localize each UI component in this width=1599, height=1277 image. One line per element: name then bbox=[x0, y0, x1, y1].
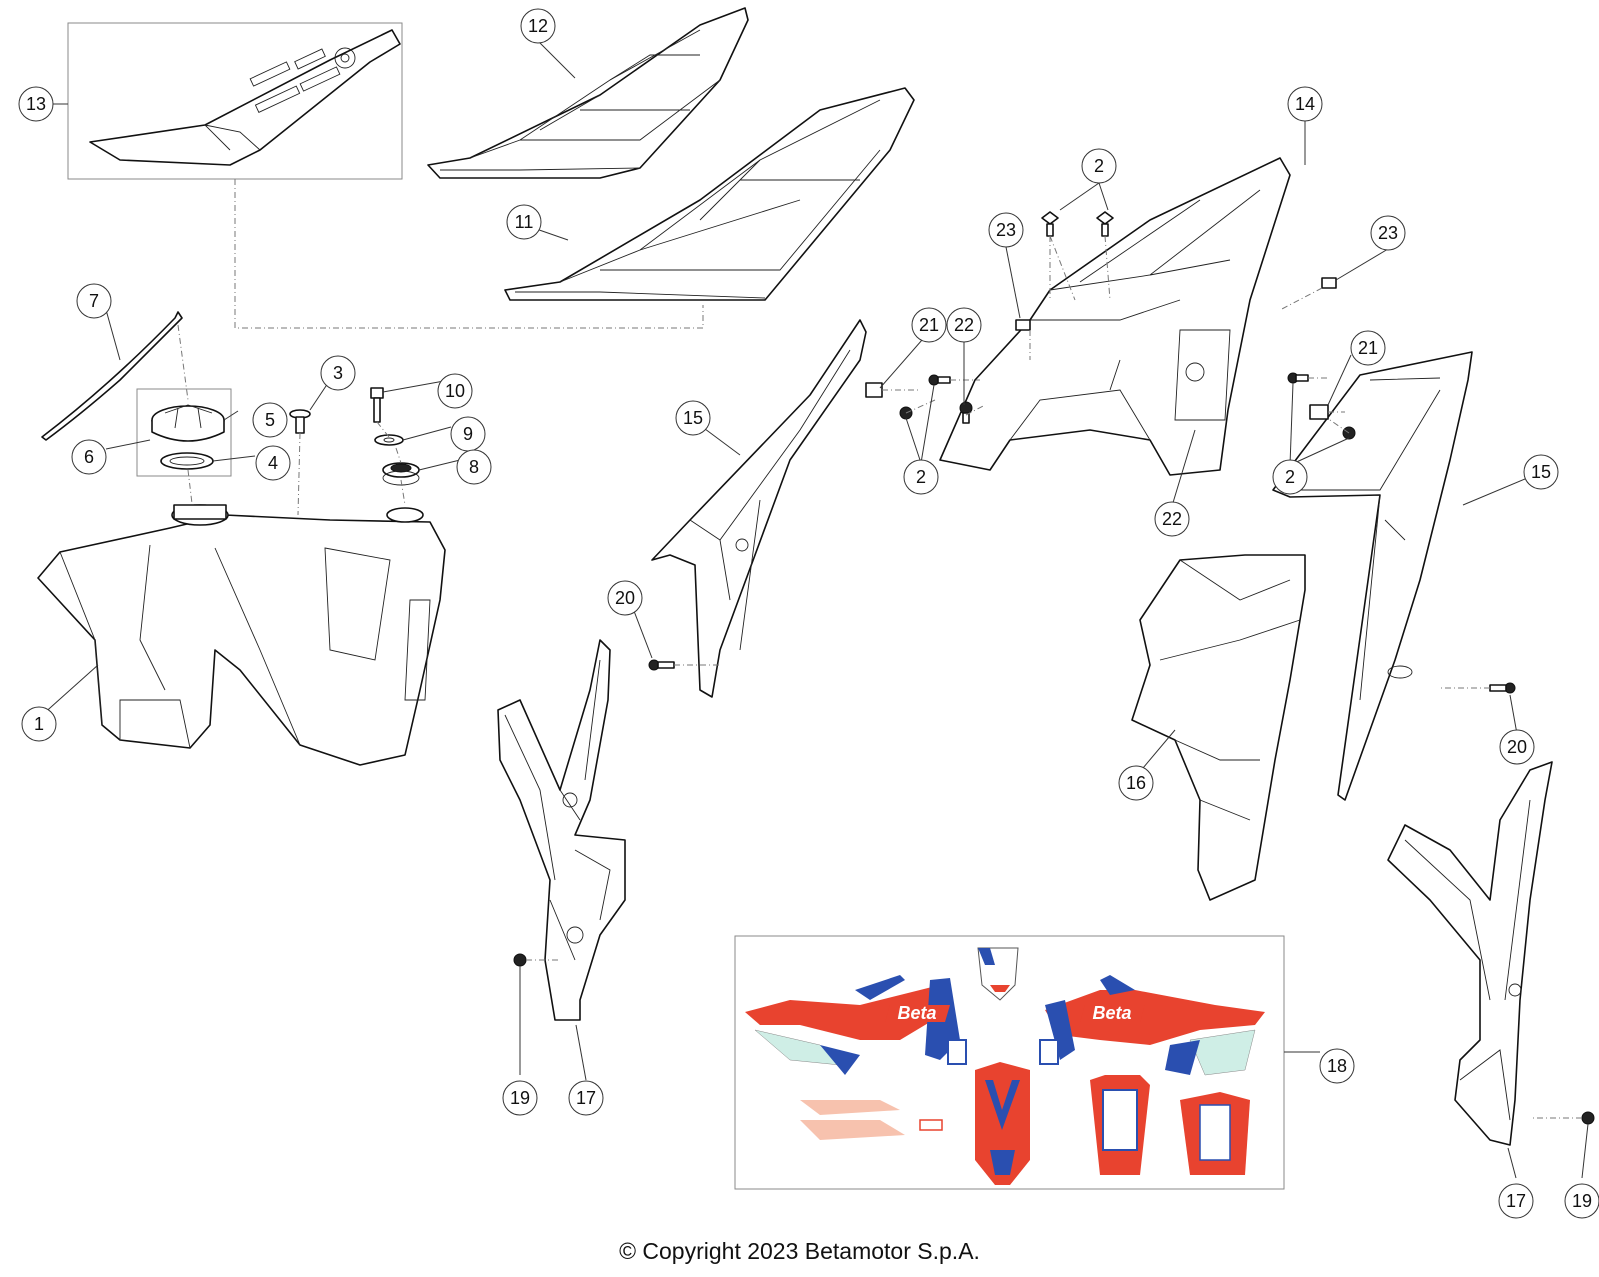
fuel-cap-part[interactable] bbox=[151, 404, 225, 442]
callout-15a-label: 15 bbox=[683, 408, 703, 428]
callout-4-label: 4 bbox=[268, 453, 278, 473]
callout-14: 14 bbox=[1287, 86, 1323, 122]
leader-lines bbox=[40, 35, 1589, 1179]
callout-15b: 15 bbox=[1523, 454, 1559, 490]
callout-23a: 23 bbox=[988, 212, 1024, 248]
tank-connectors bbox=[177, 324, 406, 516]
tank-screw-part[interactable] bbox=[370, 387, 384, 423]
fuel-cap-frame bbox=[136, 388, 232, 477]
radiator-shroud-right-part[interactable] bbox=[1131, 554, 1306, 901]
callout-7-label: 7 bbox=[89, 291, 99, 311]
callout-14-label: 14 bbox=[1295, 94, 1315, 114]
callout-23b-label: 23 bbox=[1378, 223, 1398, 243]
breather-hose-part[interactable] bbox=[41, 311, 183, 441]
callout-19b-label: 19 bbox=[1572, 1191, 1592, 1211]
callout-13-label: 13 bbox=[26, 94, 46, 114]
callout-16-label: 16 bbox=[1126, 773, 1146, 793]
callout-20b-label: 20 bbox=[1507, 737, 1527, 757]
callout-18-label: 18 bbox=[1327, 1056, 1347, 1076]
decal-brand-right: Beta bbox=[1092, 1003, 1131, 1023]
callout-8: 8 bbox=[456, 449, 492, 485]
callout-21a: 21 bbox=[911, 307, 947, 343]
callout-18: 18 bbox=[1319, 1048, 1355, 1084]
callout-2c-label: 2 bbox=[1285, 467, 1295, 487]
callout-8-label: 8 bbox=[469, 457, 479, 477]
callout-19a-label: 19 bbox=[510, 1088, 530, 1108]
callout-9-label: 9 bbox=[463, 424, 473, 444]
callout-22b: 22 bbox=[1154, 501, 1190, 537]
radiator-shroud-left-part[interactable] bbox=[651, 319, 867, 698]
decal-kit-frame bbox=[734, 935, 1285, 1190]
callout-2a: 2 bbox=[1081, 148, 1117, 184]
callout-15b-label: 15 bbox=[1531, 462, 1551, 482]
callout-6-label: 6 bbox=[84, 447, 94, 467]
callout-23a-label: 23 bbox=[996, 220, 1016, 240]
callout-22a: 22 bbox=[946, 307, 982, 343]
callout-2a-label: 2 bbox=[1094, 156, 1104, 176]
side-panel-right-part[interactable] bbox=[1272, 351, 1473, 801]
callout-20b: 20 bbox=[1499, 729, 1535, 765]
callout-11: 11 bbox=[506, 204, 542, 240]
callout-21a-label: 21 bbox=[919, 315, 939, 335]
callout-5-label: 5 bbox=[265, 410, 275, 430]
callout-20a-label: 20 bbox=[615, 588, 635, 608]
fuel-tank-part[interactable] bbox=[37, 504, 446, 766]
callout-17b: 17 bbox=[1498, 1183, 1534, 1219]
copyright-notice: © Copyright 2023 Betamotor S.p.A. bbox=[619, 1238, 980, 1264]
callout-19b: 19 bbox=[1564, 1183, 1599, 1219]
callout-6: 6 bbox=[71, 439, 107, 475]
callout-1: 1 bbox=[21, 706, 57, 742]
radiator-guard-right-part[interactable] bbox=[1387, 761, 1553, 1146]
callout-2b-label: 2 bbox=[916, 467, 926, 487]
hardware-connectors bbox=[526, 235, 1582, 1119]
callout-12: 12 bbox=[520, 8, 556, 44]
callout-7: 7 bbox=[76, 283, 112, 319]
callout-9: 9 bbox=[450, 416, 486, 452]
seat-base-part[interactable] bbox=[89, 29, 401, 166]
callout-21b: 21 bbox=[1350, 330, 1386, 366]
callout-15a: 15 bbox=[675, 400, 711, 436]
callout-3: 3 bbox=[320, 355, 356, 391]
callout-21b-label: 21 bbox=[1358, 338, 1378, 358]
callout-23b: 23 bbox=[1370, 215, 1406, 251]
callout-17a: 17 bbox=[568, 1080, 604, 1116]
callout-17b-label: 17 bbox=[1506, 1191, 1526, 1211]
decal-kit-part[interactable]: Beta Beta bbox=[745, 947, 1265, 1185]
callout-22a-label: 22 bbox=[954, 315, 974, 335]
callout-16: 16 bbox=[1118, 765, 1154, 801]
tank-pin-part[interactable] bbox=[289, 409, 311, 434]
callout-10: 10 bbox=[437, 373, 473, 409]
callout-12-label: 12 bbox=[528, 16, 548, 36]
seat-short-part[interactable] bbox=[427, 7, 749, 179]
callout-5: 5 bbox=[252, 402, 288, 438]
seat-long-part[interactable] bbox=[504, 87, 915, 301]
seat-link-line bbox=[234, 179, 704, 329]
callout-13: 13 bbox=[18, 86, 54, 122]
callout-17a-label: 17 bbox=[576, 1088, 596, 1108]
rear-fender-part[interactable] bbox=[939, 157, 1291, 476]
callout-10-label: 10 bbox=[445, 381, 465, 401]
decal-brand-left: Beta bbox=[897, 1003, 936, 1023]
fuel-cap-gasket-part[interactable] bbox=[160, 452, 214, 470]
radiator-guard-left-part[interactable] bbox=[497, 639, 626, 1021]
callout-19a: 19 bbox=[502, 1080, 538, 1116]
hardware-bolts[interactable] bbox=[513, 211, 1595, 1125]
callout-1-label: 1 bbox=[34, 714, 44, 734]
callout-11-label: 11 bbox=[515, 212, 534, 232]
callout-3-label: 3 bbox=[333, 363, 343, 383]
callout-4: 4 bbox=[255, 445, 291, 481]
callout-22b-label: 22 bbox=[1162, 509, 1182, 529]
callout-2b: 2 bbox=[903, 459, 939, 495]
callout-2c: 2 bbox=[1272, 459, 1308, 495]
callout-20a: 20 bbox=[607, 580, 643, 616]
